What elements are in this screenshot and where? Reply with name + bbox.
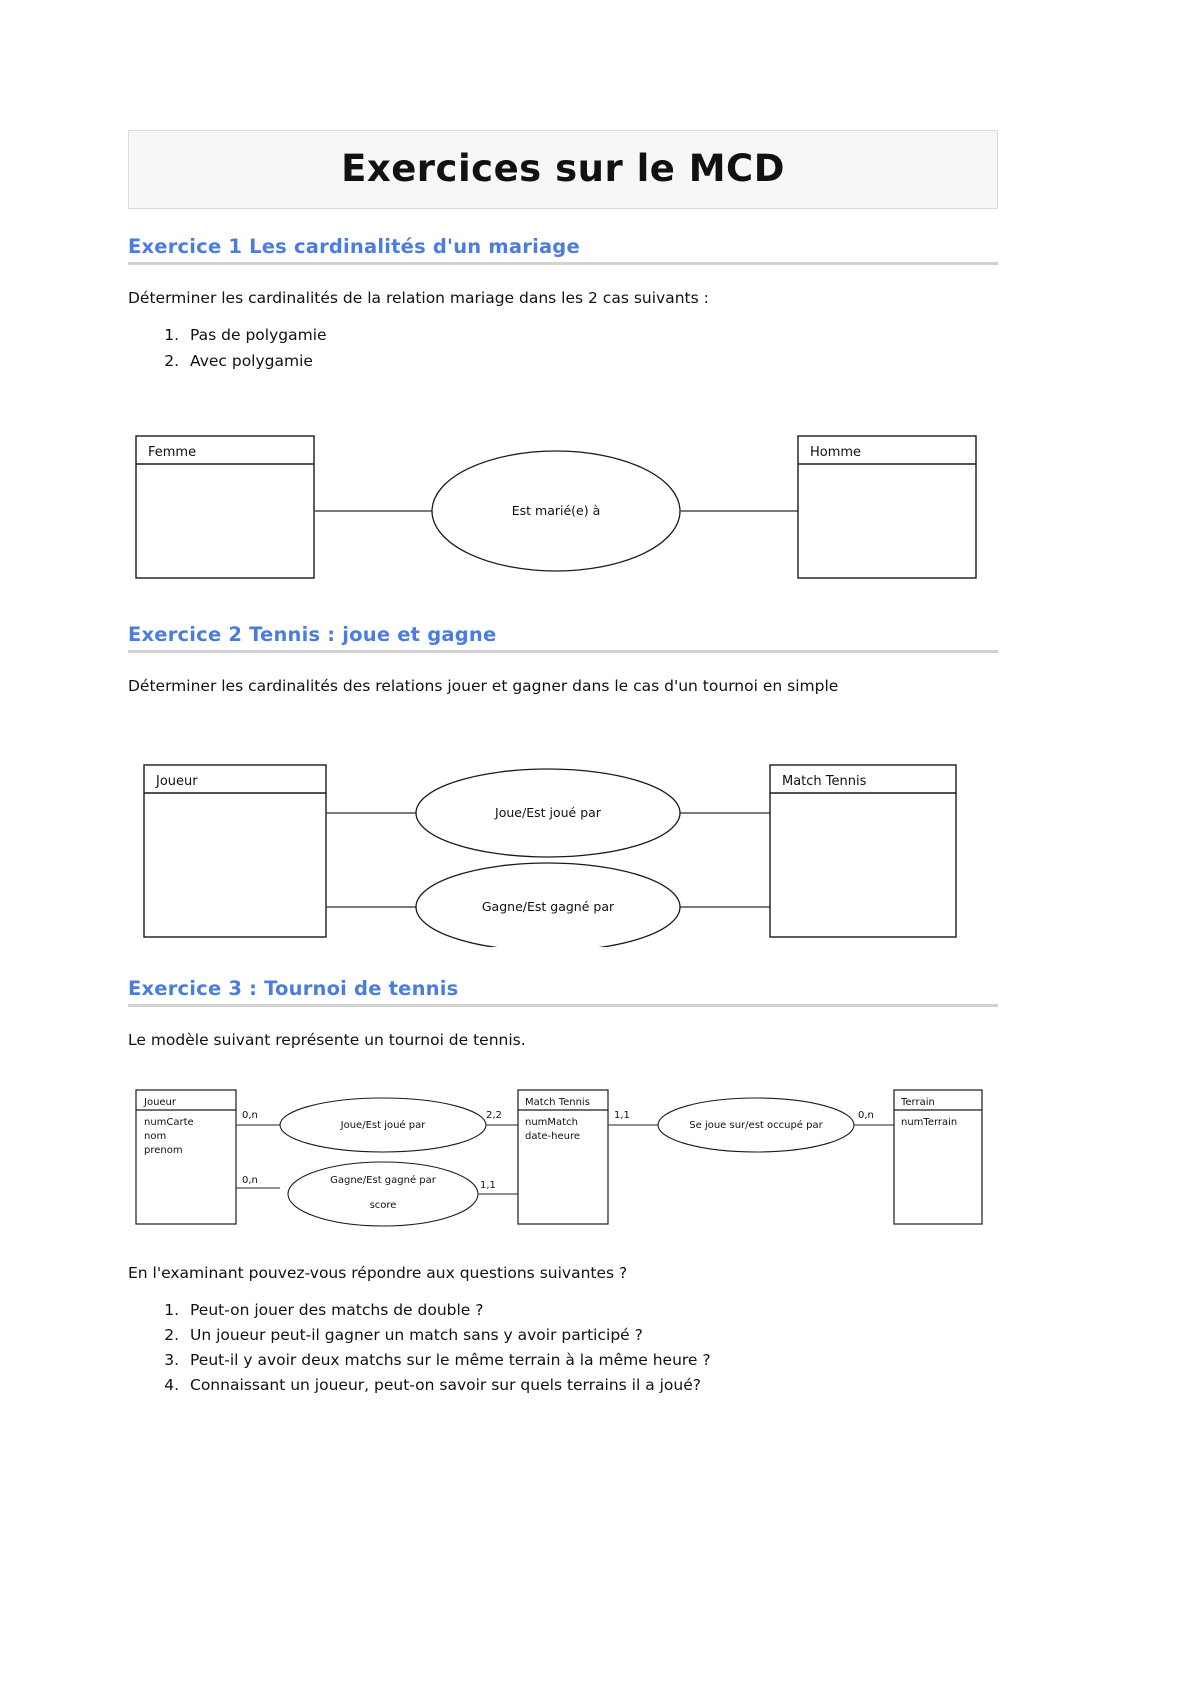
exercise-3-heading: Exercice 3 : Tournoi de tennis: [128, 977, 459, 1001]
exercise-3-questions-intro: En l'examinant pouvez-vous répondre aux …: [128, 1263, 628, 1282]
relationship-est-marie-a: Est marié(e) à: [431, 450, 681, 572]
list-item: Avec polygamie: [184, 349, 998, 374]
spacer: [128, 947, 998, 977]
relationship-joue-est-joue-par: Joue/Est joué par: [415, 768, 681, 858]
entity-match-tennis: Match Tennis numMatch date-heure: [517, 1089, 609, 1225]
list-item: Peut-on jouer des matchs de double ?: [184, 1298, 998, 1323]
page-title: Exercices sur le MCD: [341, 147, 785, 190]
cardinality-joueur-gagne: 0,n: [242, 1175, 258, 1186]
list-item: Un joueur peut-il gagner un match sans y…: [184, 1323, 998, 1348]
entity-joueur-attr-nom: nom: [144, 1131, 166, 1142]
cardinality-match-sejouesur: 1,1: [614, 1110, 630, 1121]
entity-femme: Femme: [135, 434, 315, 579]
exercise-1-list: Pas de polygamie Avec polygamie: [128, 323, 998, 373]
exercise-2-diagram: Joueur Joue/Est joué par Gagne/Est gagné…: [128, 757, 998, 948]
relationship-gagne-label: Gagne/Est gagné par: [482, 899, 615, 914]
relationship-gagne-label: Gagne/Est gagné par: [330, 1174, 437, 1186]
relationship-se-joue-sur-label: Se joue sur/est occupé par: [689, 1119, 823, 1131]
document-content: Exercices sur le MCD Exercice 1 Les card…: [128, 130, 998, 1399]
entity-homme-name: Homme: [810, 445, 861, 460]
exercise-3-section: Exercice 3 : Tournoi de tennis Le modèle…: [128, 977, 998, 1051]
er-diagram-tournoi: Joueur numCarte nom prenom 0,n Joue/Est …: [135, 1089, 983, 1227]
entity-match-tennis-name: Match Tennis: [782, 774, 867, 789]
exercise-2-heading: Exercice 2 Tennis : joue et gagne: [128, 622, 497, 646]
entity-femme-name: Femme: [148, 445, 196, 460]
relationship-joue-label: Joue/Est joué par: [340, 1119, 427, 1131]
document-title-banner: Exercices sur le MCD: [128, 130, 998, 209]
entity-terrain: Terrain numTerrain: [893, 1089, 983, 1225]
entity-joueur-attr-numcarte: numCarte: [144, 1117, 194, 1128]
exercise-3-intro: Le modèle suivant représente un tournoi …: [128, 1031, 526, 1050]
entity-terrain-name: Terrain: [900, 1097, 935, 1108]
exercise-1-intro: Déterminer les cardinalités de la relati…: [128, 289, 709, 307]
entity-joueur-name: Joueur: [143, 1097, 177, 1108]
spacer: [128, 1066, 998, 1084]
heading-divider-3: [128, 1004, 998, 1008]
spacer: [128, 1232, 998, 1262]
exercise-1-section: Exercice 1 Les cardinalités d'un mariage…: [128, 235, 998, 374]
er-diagram-tennis-simple: Joueur Joue/Est joué par Gagne/Est gagné…: [143, 764, 957, 948]
entity-terrain-attr-numterrain: numTerrain: [901, 1117, 957, 1128]
cardinality-joue-match: 2,2: [486, 1110, 502, 1121]
list-item: Peut-il y avoir deux matchs sur le même …: [184, 1348, 998, 1373]
entity-match-attr-nummatch: numMatch: [525, 1117, 578, 1128]
entity-match-tennis: Match Tennis: [769, 764, 957, 938]
er-diagram-mariage: Femme Est marié(e) à Homme: [135, 434, 977, 579]
spacer: [128, 593, 998, 623]
relationship-joue-est-joue-par: Joue/Est joué par: [279, 1097, 487, 1153]
relationship-joue-label: Joue/Est joué par: [494, 805, 602, 820]
spacer: [128, 711, 998, 757]
entity-joueur-name: Joueur: [155, 774, 198, 789]
relationship-gagne-est-gagne-par: Gagne/Est gagné par: [415, 862, 681, 948]
exercise-1-diagram: Femme Est marié(e) à Homme: [128, 428, 998, 593]
entity-joueur: Joueur: [143, 764, 327, 938]
entity-match-attr-dateheure: date-heure: [525, 1131, 580, 1142]
entity-homme: Homme: [797, 434, 977, 579]
heading-divider-2: [128, 649, 998, 653]
cardinality-gagne-match: 1,1: [480, 1180, 496, 1191]
exercise-1-heading: Exercice 1 Les cardinalités d'un mariage: [128, 235, 580, 258]
relationship-se-joue-sur-est-occupe-par: Se joue sur/est occupé par: [657, 1097, 855, 1153]
relationship-gagne-attr-score: score: [370, 1200, 397, 1211]
exercise-2-intro: Déterminer les cardinalités des relation…: [128, 676, 839, 695]
cardinality-sejouesur-terrain: 0,n: [858, 1110, 874, 1121]
heading-divider-1: [128, 262, 998, 265]
relationship-est-marie-a-label: Est marié(e) à: [512, 503, 601, 518]
entity-joueur: Joueur numCarte nom prenom: [135, 1089, 237, 1225]
exercise-2-section: Exercice 2 Tennis : joue et gagne Déterm…: [128, 623, 998, 697]
exercise-3-diagram: Joueur numCarte nom prenom 0,n Joue/Est …: [128, 1084, 998, 1232]
entity-joueur-attr-prenom: prenom: [144, 1145, 183, 1156]
exercise-3-questions-list: Peut-on jouer des matchs de double ? Un …: [128, 1298, 998, 1398]
spacer: [128, 382, 998, 428]
cardinality-joueur-joue: 0,n: [242, 1110, 258, 1121]
entity-match-tennis-name: Match Tennis: [525, 1097, 590, 1108]
list-item: Pas de polygamie: [184, 323, 998, 348]
relationship-gagne-est-gagne-par: Gagne/Est gagné par score: [287, 1161, 479, 1227]
list-item: Connaissant un joueur, peut-on savoir su…: [184, 1373, 998, 1398]
